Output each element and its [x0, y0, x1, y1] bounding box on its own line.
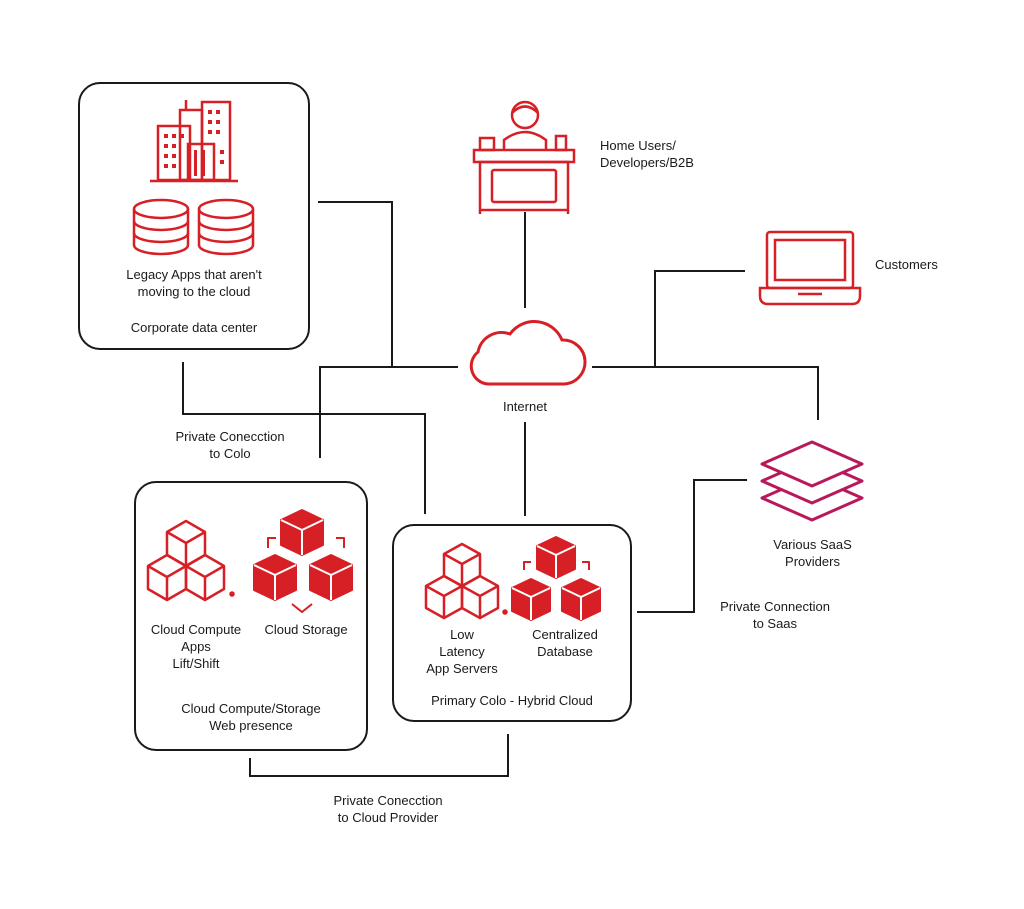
internet-label: Internet	[502, 399, 548, 414]
cubes-icon	[424, 542, 508, 620]
home-users-label: Home Users/ Developers/B2B	[600, 138, 694, 170]
cloud-storage-item-label: Cloud Storage	[264, 622, 348, 637]
primary-colo-box	[392, 524, 632, 722]
cloud-compute-box	[134, 481, 368, 751]
private-cloud-label: Private Conecction to Cloud Provider	[333, 793, 443, 825]
database-item-label: Centralized Database	[532, 627, 598, 659]
database-icon	[132, 198, 190, 256]
cubes-icon	[146, 519, 235, 602]
cloud-compute-box-label: Cloud Compute/Storage Web presence	[181, 701, 321, 733]
storage-cubes-icon	[253, 509, 353, 613]
cloud-compute-item-label: Cloud Compute Apps Lift/Shift	[150, 622, 242, 671]
line-corporate-to-internet	[318, 201, 458, 368]
private-saas-label: Private Connection to Saas	[720, 599, 830, 631]
corporate-label: Corporate data center	[130, 320, 258, 335]
app-servers-item-label: Low Latency App Servers	[426, 627, 498, 676]
primary-colo-label: Primary Colo - Hybrid Cloud	[431, 693, 593, 708]
saas-label: Various SaaS Providers	[773, 537, 852, 569]
desk-worker-icon	[472, 100, 576, 214]
office-buildings-icon	[150, 100, 238, 183]
line-internet-right	[592, 366, 819, 420]
line-corporate-to-colo	[182, 362, 426, 514]
customers-label: Customers	[875, 257, 938, 272]
database-icon	[197, 198, 255, 256]
line-cloud-to-colo	[249, 734, 509, 777]
private-colo-label: Private Conecction to Colo	[175, 429, 285, 461]
stacked-layers-icon	[760, 440, 864, 522]
line-colo-to-saas	[637, 479, 747, 613]
storage-cubes-icon	[511, 536, 601, 621]
cloud-icon	[469, 320, 587, 386]
line-colo-to-internet	[319, 366, 392, 458]
laptop-icon	[758, 230, 862, 306]
line-customers-to-internet	[654, 270, 745, 367]
corporate-caption: Legacy Apps that aren't moving to the cl…	[126, 267, 262, 299]
corporate-data-center-box	[78, 82, 310, 350]
connector-lines	[182, 201, 819, 777]
